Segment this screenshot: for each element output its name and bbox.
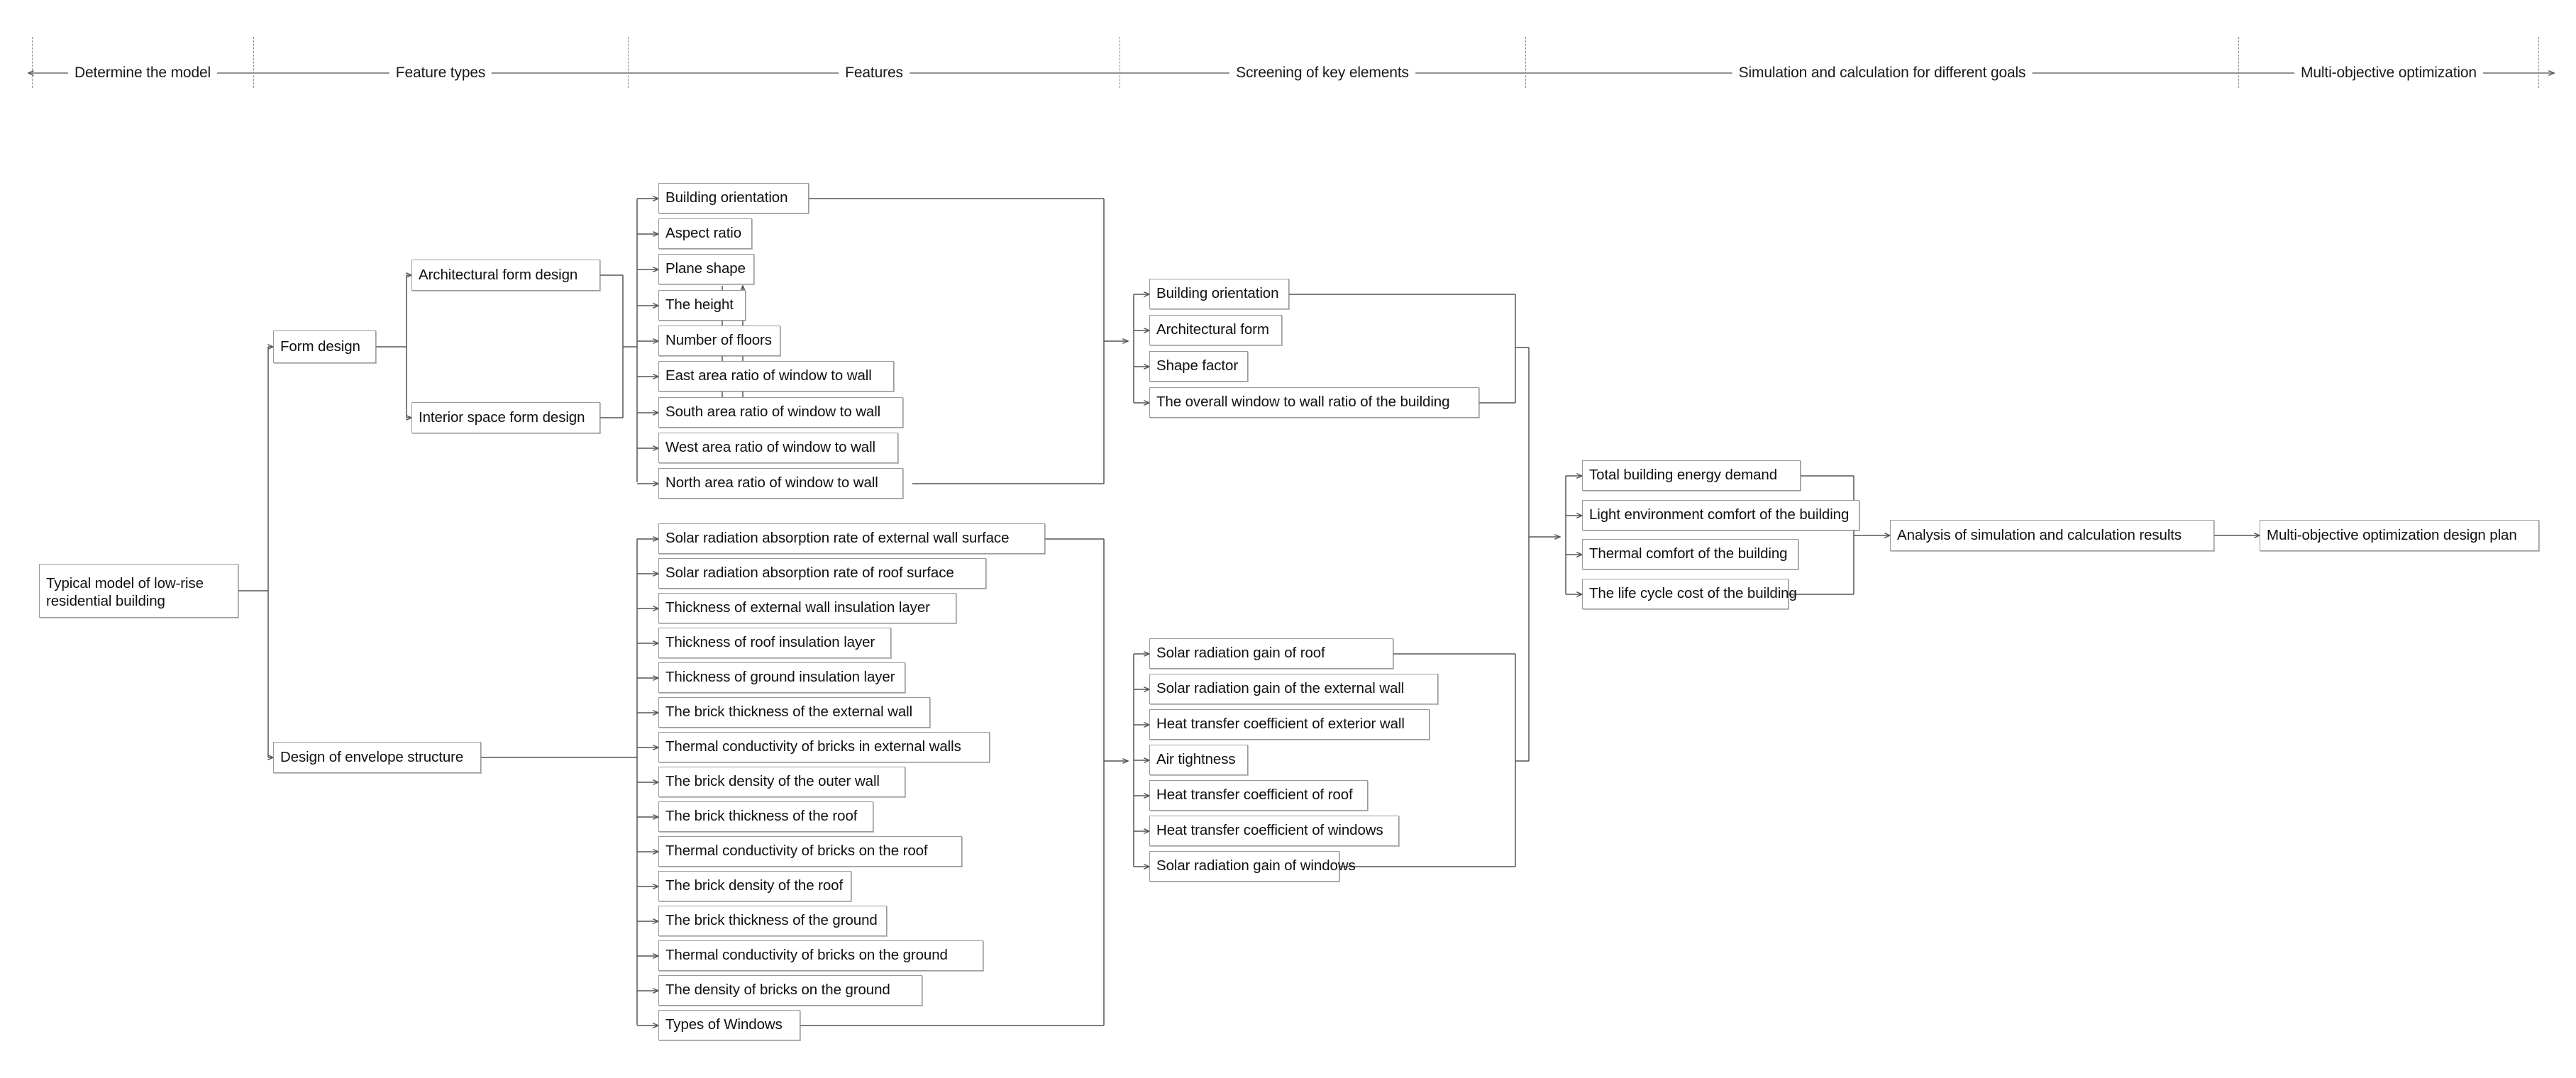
feature-envelope-brick-density-roof[interactable]: The brick density of the roof [658,871,851,901]
feature-form-west-area-ratio-of-window-to-wall[interactable]: West area ratio of window to wall [658,433,898,463]
feature-form-plane-shape[interactable]: Plane shape [658,254,754,284]
phase-divider-1 [253,37,254,88]
feature-type-design-of-envelope-structure[interactable]: Design of envelope structure [273,742,481,773]
feature-form-aspect-ratio[interactable]: Aspect ratio [658,218,752,249]
feature-envelope-thickness-ground-insulation[interactable]: Thickness of ground insulation layer [658,662,905,693]
feature-envelope-brick-density-outer-wall[interactable]: The brick density of the outer wall [658,767,905,797]
root-node-typical-model[interactable]: Typical model of low-rise residential bu… [39,564,238,618]
feature-envelope-thermal-conductivity-external-walls[interactable]: Thermal conductivity of bricks in extern… [658,732,990,762]
multi-objective-optimization-design-plan[interactable]: Multi-objective optimization design plan [2260,520,2539,551]
feature-type-form-design[interactable]: Form design [273,330,376,363]
feature-envelope-density-bricks-ground[interactable]: The density of bricks on the ground [658,975,922,1006]
feature-form-number-of-floors[interactable]: Number of floors [658,326,780,356]
feature-envelope-brick-thickness-roof[interactable]: The brick thickness of the roof [658,801,873,832]
feature-envelope-thickness-external-wall-insulation[interactable]: Thickness of external wall insulation la… [658,593,956,623]
simulation-goal-thermal-comfort[interactable]: Thermal comfort of the building [1582,539,1798,569]
feature-form-south-area-ratio-of-window-to-wall[interactable]: South area ratio of window to wall [658,397,903,428]
phase-label-feature-types: Feature types [389,65,492,82]
simulation-goal-light-environment-comfort[interactable]: Light environment comfort of the buildin… [1582,500,1859,530]
screening-envelope-heat-transfer-roof[interactable]: Heat transfer coefficient of roof [1149,780,1368,811]
feature-envelope-solar-absorption-roof-surface[interactable]: Solar radiation absorption rate of roof … [658,558,986,589]
phase-label-features: Features [839,65,910,82]
screening-envelope-heat-transfer-windows[interactable]: Heat transfer coefficient of windows [1149,816,1399,846]
phase-divider-6 [2538,37,2539,88]
feature-envelope-thermal-conductivity-ground[interactable]: Thermal conductivity of bricks on the gr… [658,940,983,971]
phase-divider-2 [628,37,629,88]
phase-label-multi-objective-optimization: Multi-objective optimization [2294,65,2483,82]
phase-label-screening-of-key-elements: Screening of key elements [1229,65,1415,82]
feature-form-north-area-ratio-of-window-to-wall[interactable]: North area ratio of window to wall [658,468,903,499]
screening-envelope-air-tightness[interactable]: Air tightness [1149,745,1248,775]
simulation-goal-total-building-energy-demand[interactable]: Total building energy demand [1582,460,1801,491]
screening-form-architectural-form[interactable]: Architectural form [1149,315,1282,345]
feature-form-building-orientation[interactable]: Building orientation [658,183,809,213]
screening-envelope-heat-transfer-exterior-wall[interactable]: Heat transfer coefficient of exterior wa… [1149,709,1430,740]
phase-divider-4 [1525,37,1526,88]
screening-form-building-orientation[interactable]: Building orientation [1149,279,1289,309]
screening-envelope-solar-radiation-gain-roof[interactable]: Solar radiation gain of roof [1149,638,1393,669]
phase-divider-0 [32,37,33,88]
feature-envelope-brick-thickness-ground[interactable]: The brick thickness of the ground [658,906,887,936]
feature-envelope-brick-thickness-external-wall[interactable]: The brick thickness of the external wall [658,697,930,728]
feature-envelope-thermal-conductivity-roof[interactable]: Thermal conductivity of bricks on the ro… [658,836,962,867]
feature-envelope-thickness-roof-insulation[interactable]: Thickness of roof insulation layer [658,628,891,658]
form-subtype-interior-space-form-design[interactable]: Interior space form design [411,402,600,433]
screening-form-overall-window-to-wall-ratio[interactable]: The overall window to wall ratio of the … [1149,387,1479,418]
screening-envelope-solar-radiation-gain-external-wall[interactable]: Solar radiation gain of the external wal… [1149,674,1438,704]
phase-label-simulation-and-calculation: Simulation and calculation for different… [1732,65,2033,82]
phase-label-determine-the-model: Determine the model [67,65,218,82]
form-subtype-architectural-form-design[interactable]: Architectural form design [411,260,600,291]
phase-divider-5 [2238,37,2239,88]
screening-envelope-solar-radiation-gain-windows[interactable]: Solar radiation gain of windows [1149,851,1356,882]
feature-envelope-types-of-windows[interactable]: Types of Windows [658,1010,800,1040]
feature-form-the-height[interactable]: The height [658,290,746,321]
feature-envelope-solar-absorption-external-wall[interactable]: Solar radiation absorption rate of exter… [658,523,1045,554]
analysis-of-simulation-results[interactable]: Analysis of simulation and calculation r… [1890,520,2214,551]
feature-form-east-area-ratio-of-window-to-wall[interactable]: East area ratio of window to wall [658,361,894,391]
simulation-goal-life-cycle-cost[interactable]: The life cycle cost of the building [1582,579,1797,609]
screening-form-shape-factor[interactable]: Shape factor [1149,351,1248,382]
